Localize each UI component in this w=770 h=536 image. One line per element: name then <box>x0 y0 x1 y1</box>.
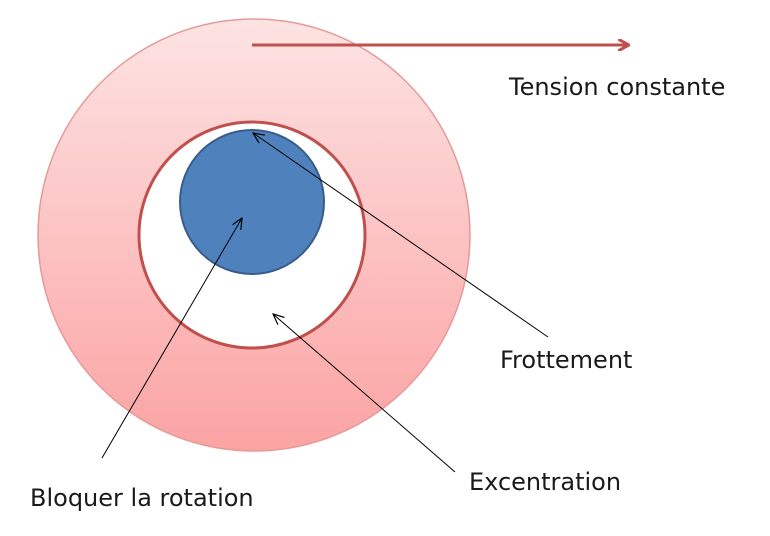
bloquer-pointer <box>101 218 242 459</box>
excentration-label: Excentration <box>469 468 622 496</box>
tension-label: Tension constante <box>509 73 726 101</box>
excentration-pointer <box>273 314 456 473</box>
shaft <box>179 129 325 275</box>
bloquer-rotation-label: Bloquer la rotation <box>30 484 254 512</box>
frottement-pointer <box>253 133 549 338</box>
frottement-label: Frottement <box>500 346 633 374</box>
